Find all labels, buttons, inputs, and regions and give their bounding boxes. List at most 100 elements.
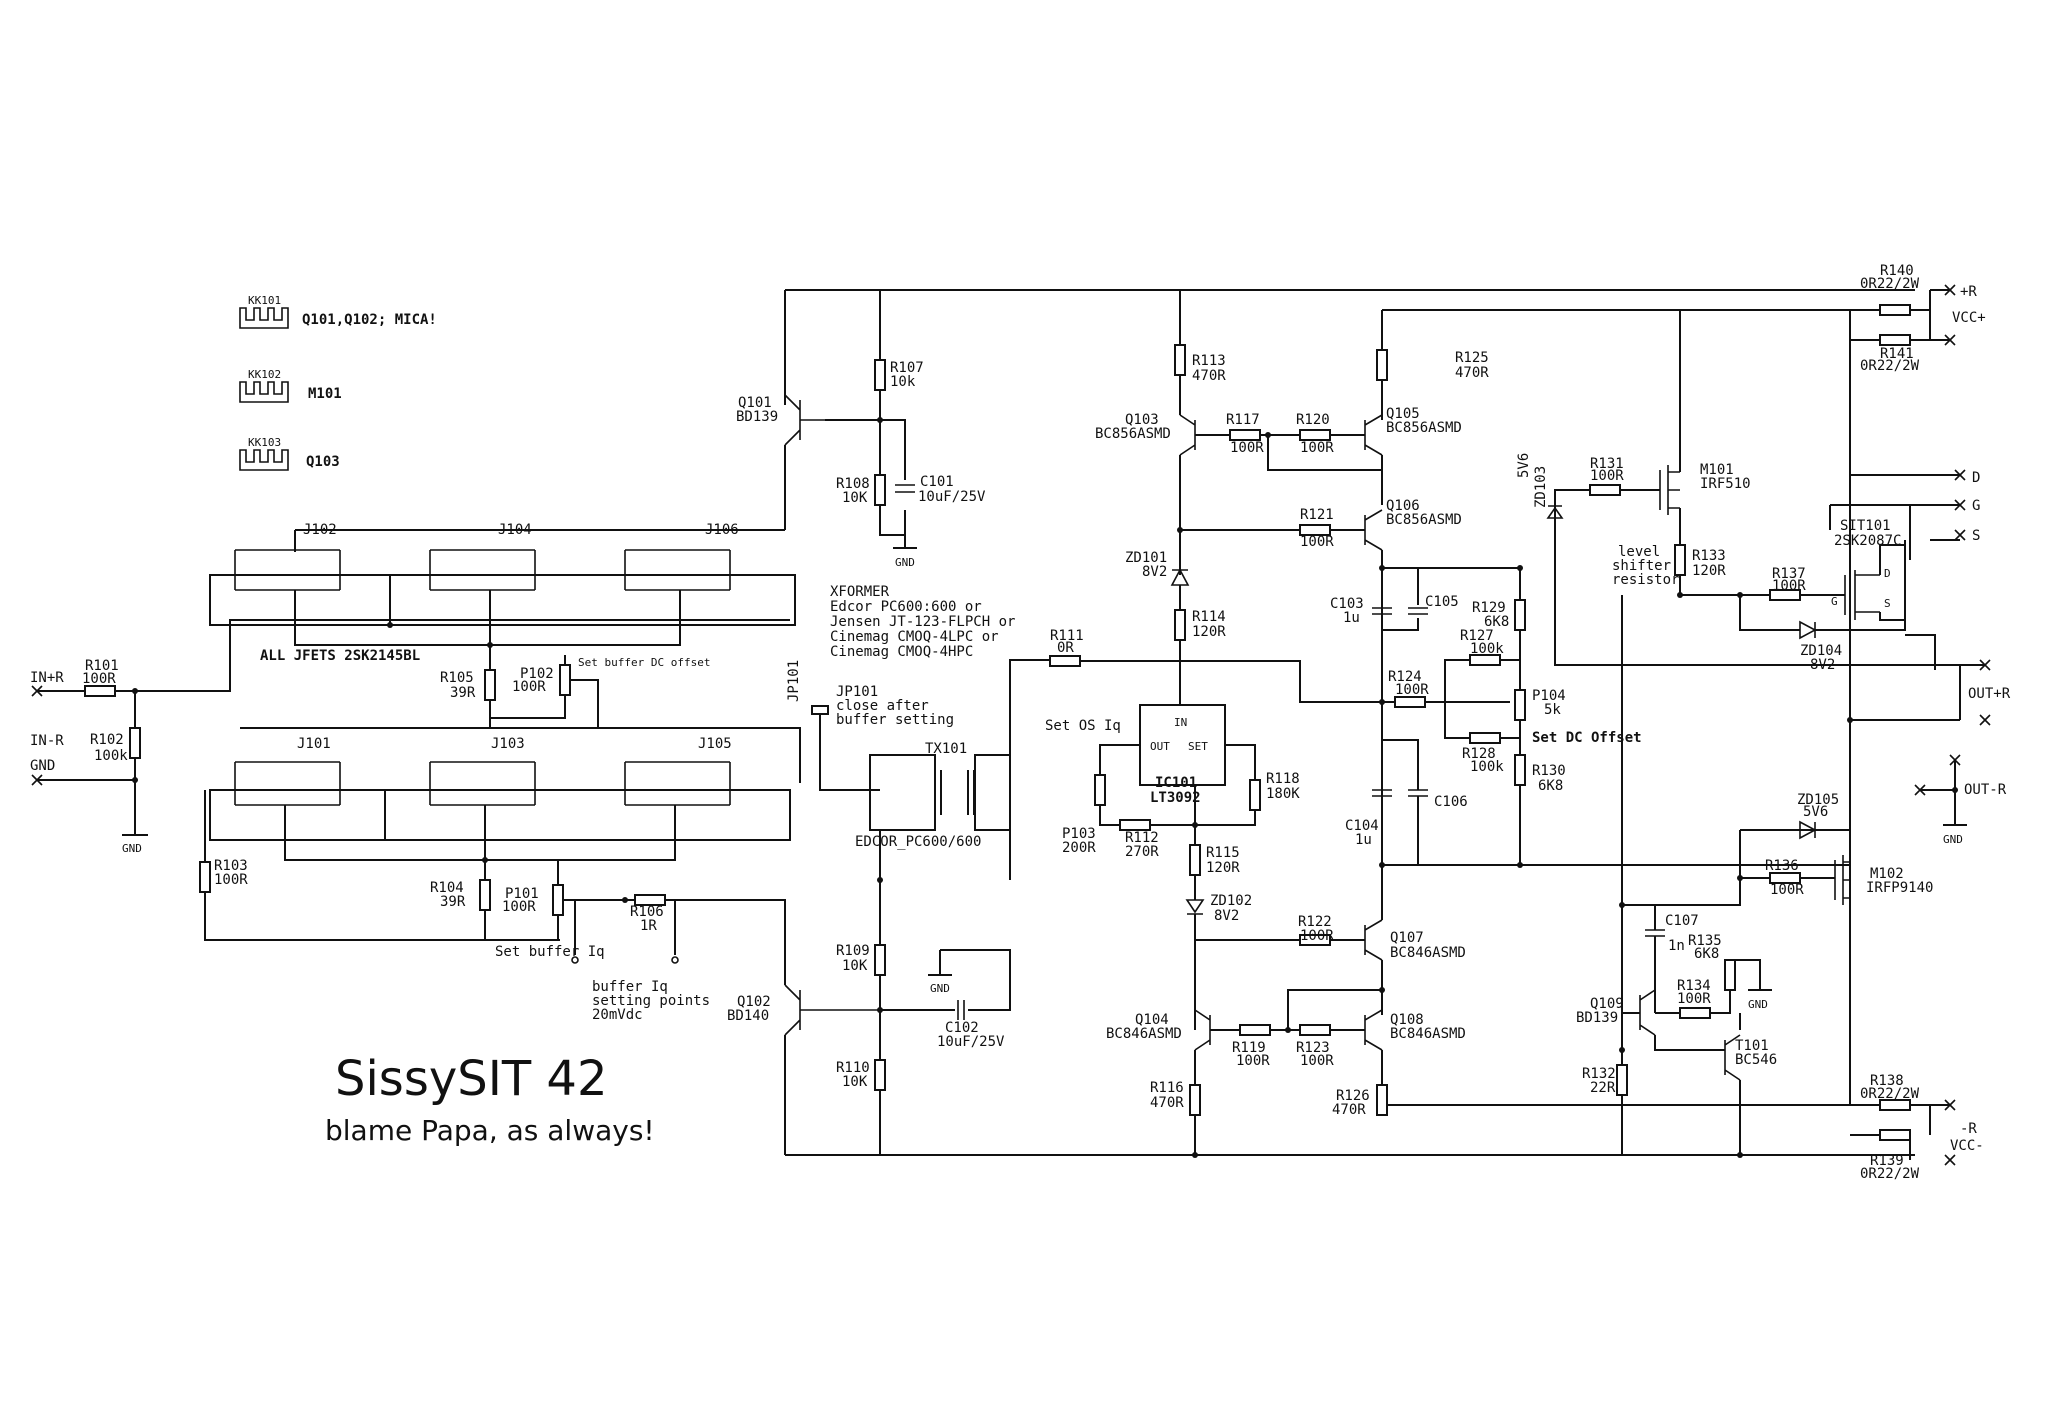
ref-label: C103	[1330, 596, 1364, 612]
ref-label: R123	[1296, 1040, 1330, 1056]
value-label: 470R	[1150, 1095, 1184, 1111]
gnd-label: GND	[895, 556, 915, 569]
heatsink-note: Q101,Q102; MICA!	[302, 312, 437, 328]
jumper-jp101[interactable]: JP101 JP101 close after buffer setting	[786, 660, 954, 728]
ref-label: R130	[1532, 763, 1566, 779]
value-label: 5V6	[1803, 804, 1828, 820]
ref-label: R141	[1880, 346, 1914, 362]
resistor	[1724, 959, 1736, 991]
value-label: 100R	[1300, 928, 1334, 944]
ref-label: R112	[1125, 830, 1159, 846]
value-label: 1R	[640, 918, 657, 934]
ref-label: P102	[520, 666, 554, 682]
ref-label: R118	[1266, 771, 1300, 787]
ref-label-2: JP101	[836, 684, 878, 700]
ref-label: ZD103	[1533, 466, 1549, 508]
port-label: G	[1972, 498, 1980, 514]
ref-label: P103	[1062, 826, 1096, 842]
jfet-j106: J106	[624, 522, 739, 591]
value-label: IRFP9140	[1866, 880, 1933, 896]
transistor-q109: Q109 BD139	[1576, 989, 1656, 1036]
resistor	[199, 861, 211, 893]
pin-label: D	[1884, 567, 1891, 580]
value-label: 0R22/2W	[1860, 276, 1920, 292]
heatsink-kk103: KK103 Q103	[239, 436, 340, 471]
heatsink-ref: KK102	[248, 368, 281, 381]
pin-label: G	[1831, 595, 1838, 608]
jfet-j105: J105	[624, 736, 732, 806]
value-label: BD140	[727, 1008, 769, 1024]
ref-label: SIT101	[1840, 518, 1891, 534]
bias-dividers: R107 10k R108 10K C101 10uF/25V GND R109…	[836, 290, 1011, 1155]
ref-label: R116	[1150, 1080, 1184, 1096]
power-rails	[784, 289, 1960, 1156]
resistor	[1679, 1007, 1711, 1019]
jfet-array-top: J102 J104 J106 ALL JFETS 2SK2145BL R105 …	[209, 522, 796, 728]
value-label: 100R	[512, 679, 546, 695]
ref-label: Q108	[1390, 1012, 1424, 1028]
value-label: 100R	[1230, 440, 1264, 456]
resistor	[874, 474, 886, 506]
ref-label: ZD102	[1210, 893, 1252, 909]
port-label: VCC+	[1952, 310, 1986, 326]
value-label: 120R	[1192, 624, 1226, 640]
value-label: 180K	[1266, 786, 1300, 802]
value-label: 10uF/25V	[918, 489, 986, 505]
note-label: Jensen JT-123-FLPCH or	[830, 614, 1015, 630]
potentiometer[interactable]	[552, 884, 564, 916]
potentiometer[interactable]	[1094, 774, 1106, 806]
transformer-tx101: TX101 EDCOR_PC600/600	[855, 741, 1011, 850]
value-label: 10K	[842, 958, 868, 974]
ref-label: Q104	[1135, 1012, 1169, 1028]
resistor	[1239, 1024, 1271, 1036]
heatsink-kk102: KK102 M101	[239, 368, 342, 403]
vas-upper: R125 470R Q105 BC856ASMD R121 100R Q106 …	[1299, 349, 1850, 920]
transistor-q104: Q104 BC846ASMD	[1106, 1009, 1211, 1051]
potentiometer[interactable]	[559, 664, 571, 696]
value-label: 8V2	[1214, 908, 1239, 924]
ref-label: Q103	[1125, 412, 1159, 428]
value-label: 6K8	[1694, 946, 1719, 962]
lower-output: ZD105 5V6 R136 100R M102 IRFP9140 C107 1…	[1576, 595, 1933, 1158]
gnd-label: GND	[930, 982, 950, 995]
ref-label: R104	[430, 880, 464, 896]
resistor	[84, 685, 116, 697]
potentiometer[interactable]	[1514, 689, 1526, 721]
resistor	[874, 1059, 886, 1091]
ref-label: R124	[1388, 669, 1422, 685]
ref-label: R131	[1590, 456, 1624, 472]
ref-label: R139	[1870, 1153, 1904, 1169]
port-label: D	[1972, 470, 1980, 486]
ref-label: C104	[1345, 818, 1379, 834]
port-label: GND	[30, 758, 55, 774]
resistor	[1119, 819, 1151, 831]
ref-label: R105	[440, 670, 474, 686]
value-label: 100R	[1300, 440, 1334, 456]
resistor	[129, 727, 141, 759]
note-label: Set DC Offset	[1532, 730, 1642, 746]
resistor	[874, 359, 886, 391]
value-label: 100R	[1236, 1053, 1270, 1069]
value-label: 0R	[1057, 640, 1074, 656]
value-label: BC856ASMD	[1095, 426, 1171, 442]
value-label: BD139	[736, 409, 778, 425]
pin-label: S	[1884, 597, 1891, 610]
transistor-q103: Q103 BC856ASMD	[1095, 412, 1196, 456]
value-label: 100R	[1770, 882, 1804, 898]
jfet-note: ALL JFETS 2SK2145BL	[260, 648, 420, 664]
sit-2sk2087: D G S SIT101 2SK2087C	[1831, 518, 1901, 620]
ref-label: C106	[1434, 794, 1468, 810]
ref-label: R110	[836, 1060, 870, 1076]
value-label: 100k	[1470, 641, 1504, 657]
transformer-section: JP101 JP101 close after buffer setting X…	[786, 584, 1050, 883]
ref-label: R106	[630, 904, 664, 920]
resistor	[1674, 544, 1686, 576]
port-label: +R	[1960, 284, 1977, 300]
heatsink-note: Q103	[306, 454, 340, 470]
heatsink-legend: KK101 Q101,Q102; MICA! KK102 M101 KK103 …	[239, 294, 437, 471]
value-label: 2SK2087C	[1834, 533, 1901, 549]
note-label: Cinemag CMOQ-4LPC or	[830, 629, 999, 645]
value-label: 8V2	[1142, 564, 1167, 580]
transistor-q101: Q101 BD139	[736, 394, 825, 530]
ref-label: R136	[1765, 858, 1799, 874]
